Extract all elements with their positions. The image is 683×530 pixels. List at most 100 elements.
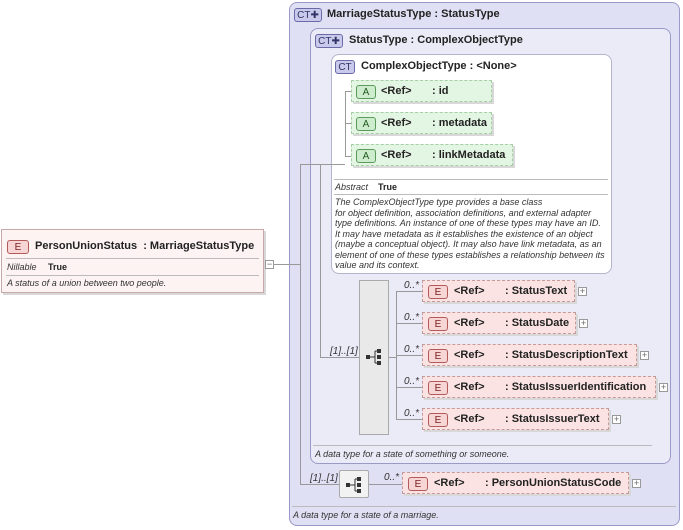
attribute-ref: <Ref> bbox=[381, 149, 412, 161]
status-type-name: StatusType bbox=[349, 34, 408, 46]
element-status-issuer-identification[interactable]: E <Ref> : StatusIssuerIdentification bbox=[422, 376, 656, 398]
attribute-connector bbox=[345, 91, 352, 92]
attribute-connector bbox=[345, 156, 352, 157]
sequence-child-connector bbox=[396, 291, 422, 292]
sequence-child-connector bbox=[396, 387, 422, 388]
element-name: : StatusIssuerText bbox=[505, 413, 600, 425]
root-separator-2 bbox=[6, 275, 259, 276]
root-element-box[interactable]: E PersonUnionStatus : MarriageStatusType… bbox=[1, 229, 264, 293]
inheritance-connector bbox=[320, 164, 345, 165]
attribute-name: : linkMetadata bbox=[432, 149, 506, 161]
root-name-text: PersonUnionStatus bbox=[35, 240, 138, 252]
element-ref: <Ref> bbox=[454, 285, 485, 297]
element-occurs: 0..* bbox=[384, 472, 400, 483]
element-name: : StatusText bbox=[505, 285, 568, 297]
element-occurs: 0..* bbox=[404, 312, 420, 323]
sequence-occurs: [1]..[1] bbox=[310, 473, 338, 484]
element-name: : StatusDate bbox=[505, 317, 570, 329]
element-ref: <Ref> bbox=[434, 477, 465, 489]
attribute-id[interactable]: A <Ref> : id bbox=[351, 80, 492, 102]
element-occurs: 0..* bbox=[404, 376, 420, 387]
complex-object-type-base: : <None> bbox=[469, 60, 517, 72]
doc-line: It may have metadata as it establishes t… bbox=[335, 228, 593, 239]
nillable-label: Nillable bbox=[7, 262, 37, 272]
element-ref: <Ref> bbox=[454, 381, 485, 393]
element-status-description-text[interactable]: E <Ref> : StatusDescriptionText bbox=[422, 344, 637, 366]
sequence-child-connector bbox=[396, 419, 422, 420]
element-ref: <Ref> bbox=[454, 413, 485, 425]
abstract-separator-2 bbox=[334, 194, 608, 195]
element-ref: <Ref> bbox=[454, 317, 485, 329]
ct-plus-icon: CT✚ bbox=[315, 34, 343, 48]
element-name: : PersonUnionStatusCode bbox=[485, 477, 622, 489]
marriage-type-title: MarriageStatusType : StatusType bbox=[327, 8, 500, 20]
nillable-value: True bbox=[48, 262, 68, 272]
expand-status-issuer-text-icon[interactable]: + bbox=[612, 414, 621, 424]
attribute-ref: <Ref> bbox=[381, 85, 412, 97]
sequence-child-connector bbox=[396, 355, 422, 356]
attribute-connector bbox=[345, 123, 352, 124]
element-status-text[interactable]: E <Ref> : StatusText bbox=[422, 280, 575, 302]
attribute-metadata[interactable]: A <Ref> : metadata bbox=[351, 112, 492, 134]
expand-status-issuer-identification-icon[interactable]: + bbox=[659, 382, 668, 392]
doc-line: element of one of these types establishe… bbox=[335, 249, 605, 260]
root-element-name: PersonUnionStatus : MarriageStatusType bbox=[35, 240, 254, 252]
complex-object-type-title: ComplexObjectType : <None> bbox=[361, 60, 517, 72]
element-occurs: 0..* bbox=[404, 280, 420, 291]
attribute-tag-icon: A bbox=[356, 85, 376, 99]
sequence-child-connector bbox=[369, 484, 402, 485]
element-occurs: 0..* bbox=[404, 344, 420, 355]
marriage-sequence-box[interactable] bbox=[339, 470, 369, 498]
expand-status-date-icon[interactable]: + bbox=[579, 318, 588, 328]
element-tag-icon: E bbox=[428, 317, 448, 331]
doc-line: (maybe a conceptual object). It may also… bbox=[335, 239, 602, 249]
marriage-type-documentation: A data type for a state of a marriage. bbox=[293, 510, 439, 520]
expand-person-union-status-code-icon[interactable]: + bbox=[632, 478, 641, 488]
collapse-root-icon[interactable]: − bbox=[265, 259, 274, 269]
doc-line: type definitions. An instance of one of … bbox=[335, 218, 601, 228]
abstract-separator bbox=[334, 179, 608, 180]
attribute-name: : metadata bbox=[432, 117, 488, 129]
marriage-type-name: MarriageStatusType bbox=[327, 8, 432, 20]
root-connector bbox=[300, 164, 301, 484]
abstract-label: Abstract bbox=[335, 182, 369, 192]
root-documentation: A status of a union between two people. bbox=[7, 278, 167, 288]
element-tag-icon: E bbox=[428, 285, 448, 299]
attribute-tag-icon: A bbox=[356, 117, 376, 131]
doc-line: for object definition, association defin… bbox=[335, 207, 592, 218]
element-tag-icon: E bbox=[428, 381, 448, 395]
element-name: : StatusIssuerIdentification bbox=[505, 381, 647, 393]
marriage-type-separator bbox=[292, 506, 676, 507]
expand-status-description-text-icon[interactable]: + bbox=[640, 350, 649, 360]
root-connector bbox=[274, 264, 300, 265]
status-type-documentation: A data type for a state of something or … bbox=[315, 449, 510, 459]
complex-object-type-documentation: The ComplexObjectType type provides a ba… bbox=[335, 197, 610, 271]
root-type-text: : MarriageStatusType bbox=[143, 240, 255, 252]
element-status-date[interactable]: E <Ref> : StatusDate bbox=[422, 312, 576, 334]
attribute-ref: <Ref> bbox=[381, 117, 412, 129]
element-status-issuer-text[interactable]: E <Ref> : StatusIssuerText bbox=[422, 408, 609, 430]
status-type-separator bbox=[313, 445, 652, 446]
expand-status-text-icon[interactable]: + bbox=[578, 286, 587, 296]
element-tag-icon: E bbox=[428, 349, 448, 363]
element-occurs: 0..* bbox=[404, 408, 420, 419]
attribute-linkmetadata[interactable]: A <Ref> : linkMetadata bbox=[351, 144, 513, 166]
sequence-connector bbox=[320, 357, 359, 358]
attribute-name: : id bbox=[432, 85, 449, 97]
sequence-connector bbox=[300, 484, 339, 485]
element-tag-icon: E bbox=[428, 413, 448, 427]
sequence-icon bbox=[346, 477, 361, 493]
doc-line: The ComplexObjectType type provides a ba… bbox=[335, 197, 543, 207]
abstract-value: True bbox=[378, 182, 398, 192]
element-tag-icon: E bbox=[408, 477, 428, 491]
doc-line: value and its context. bbox=[335, 260, 420, 270]
attribute-tag-icon: A bbox=[356, 149, 376, 163]
status-type-title: StatusType : ComplexObjectType bbox=[349, 34, 523, 46]
root-connector bbox=[300, 164, 320, 165]
root-separator bbox=[6, 258, 259, 259]
element-tag-icon: E bbox=[7, 240, 29, 254]
sequence-child-connector bbox=[396, 323, 422, 324]
element-person-union-status-code[interactable]: E <Ref> : PersonUnionStatusCode bbox=[402, 472, 629, 494]
status-sequence-box[interactable] bbox=[359, 280, 389, 435]
sequence-icon bbox=[366, 349, 381, 365]
